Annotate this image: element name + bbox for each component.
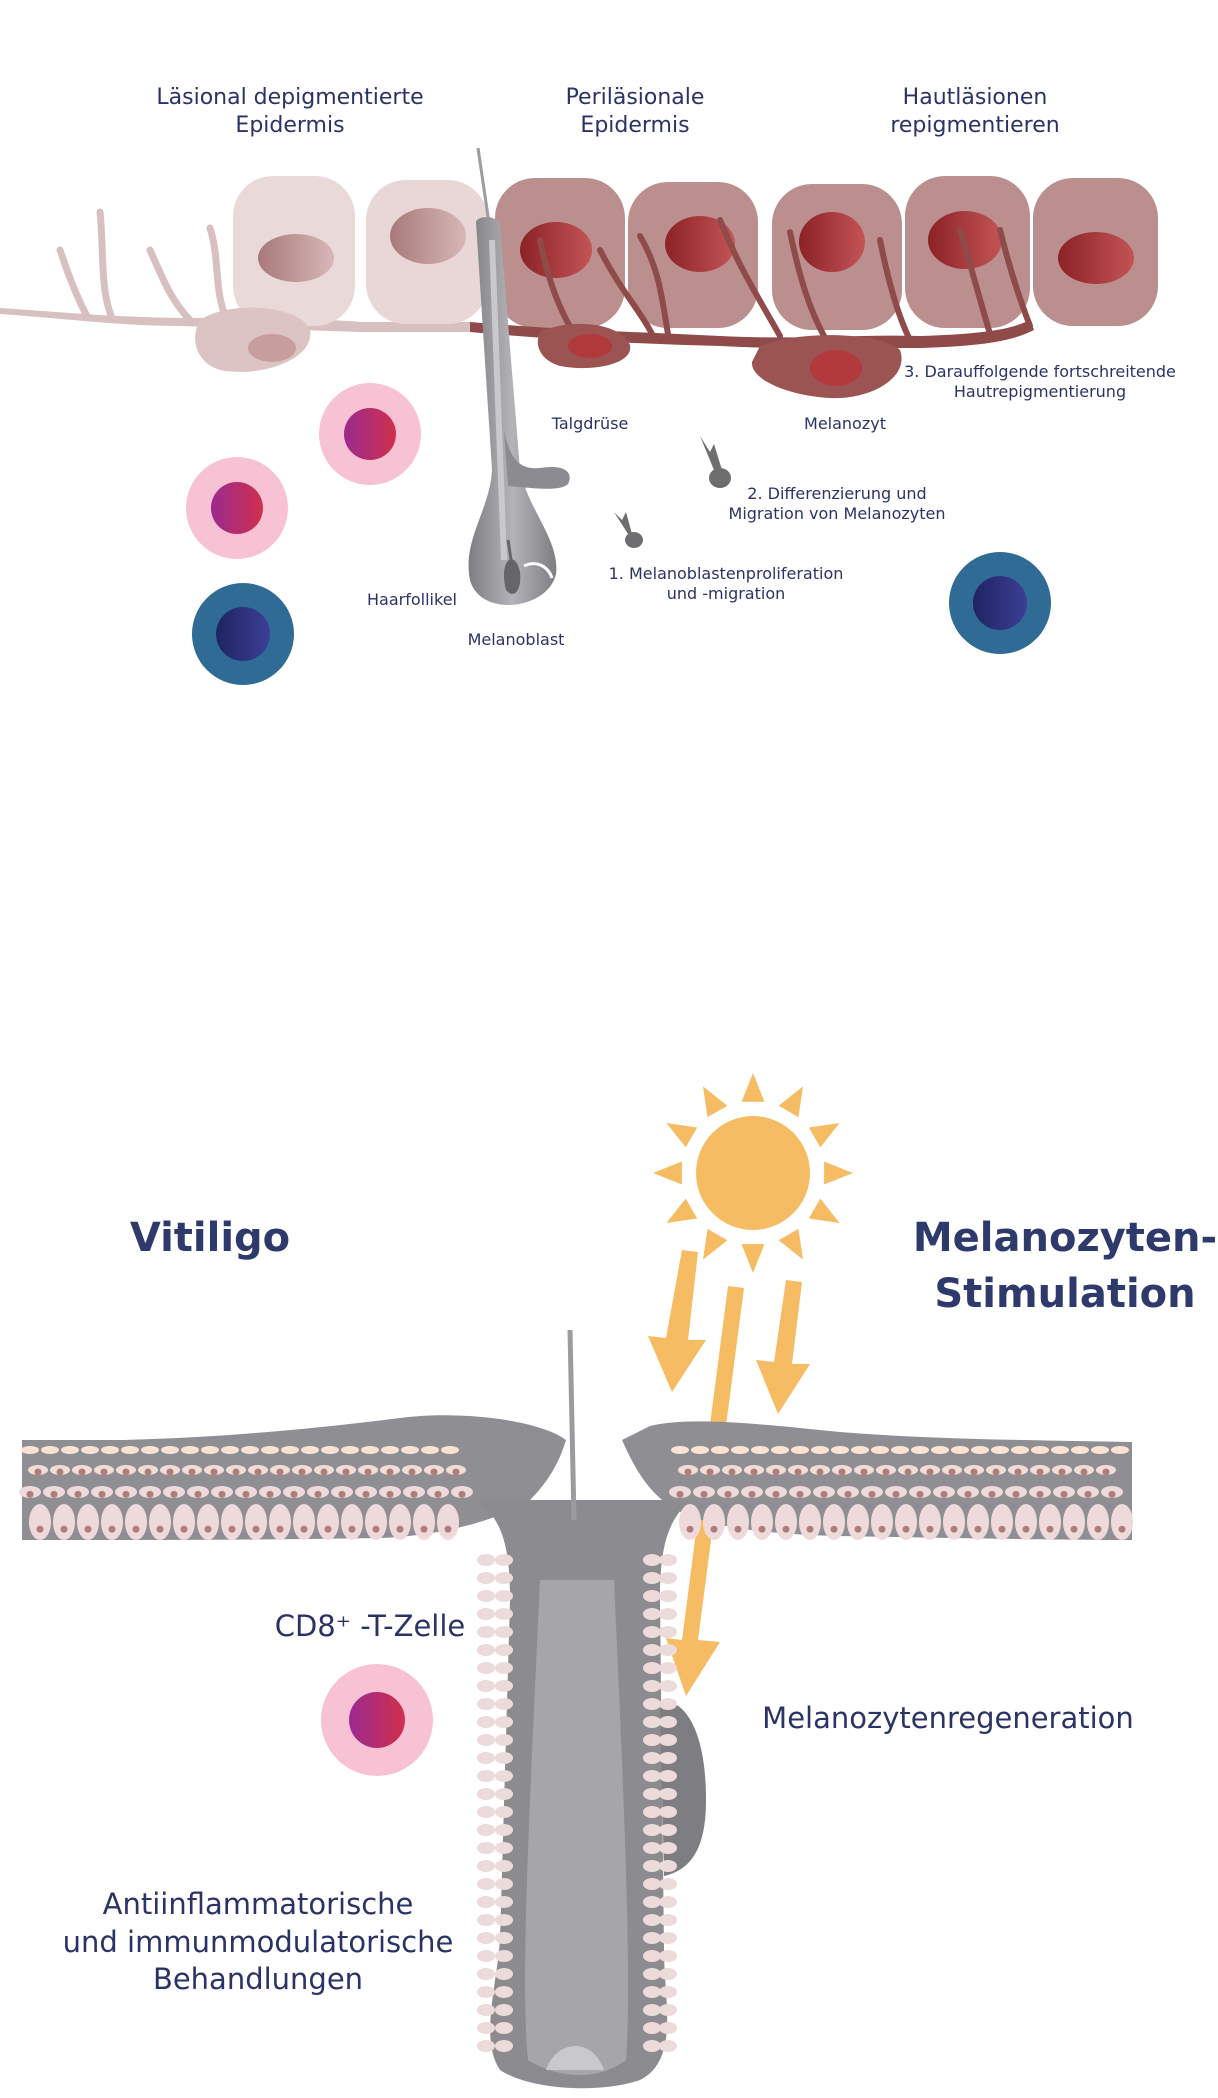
label-talgdruese: Talgdrüse <box>551 414 629 433</box>
label-haarfollikel: Haarfollikel <box>367 590 457 609</box>
sun-ray <box>824 1161 853 1185</box>
label-treatment: Antiinflammatorische und immunmodulatori… <box>62 1887 454 1997</box>
sun-ray <box>741 1073 765 1102</box>
sun <box>653 1073 853 1273</box>
header-lesional: Läsional depigmentierte Epidermis <box>156 85 424 138</box>
label-tcell: CD8⁺ -T-Zelle <box>274 1609 466 1643</box>
label-melanozyt: Melanozyt <box>804 414 886 433</box>
sun-ray <box>703 1086 728 1118</box>
pale-nucleus <box>390 208 466 264</box>
sun-ray <box>741 1244 765 1273</box>
migrating-melanoblasts <box>614 436 731 548</box>
sun-ray <box>666 1123 698 1148</box>
label-melanoblast: Melanoblast <box>467 630 565 649</box>
label-step2: 2. Differenzierung und Migration von Mel… <box>728 484 946 523</box>
sun-ray <box>808 1123 840 1148</box>
bottom-epidermis <box>19 1329 1133 2089</box>
sun-ray <box>666 1198 698 1223</box>
top-hair-follicle <box>468 147 570 605</box>
top-immune-cells <box>186 383 1051 685</box>
label-step3: 3. Darauffolgende fortschreitende Hautre… <box>904 362 1176 401</box>
header-perilesional: Periläsionale Epidermis <box>565 85 705 138</box>
sun-ray <box>808 1198 840 1223</box>
sun-ray <box>703 1228 728 1260</box>
label-step1: 1. Melanoblastenproliferation und -migra… <box>608 564 844 603</box>
sun-ray <box>778 1228 803 1260</box>
label-regeneration: Melanozytenregeneration <box>762 1701 1134 1735</box>
header-repigment: Hautläsionen repigmentieren <box>890 85 1060 138</box>
pale-nucleus <box>258 234 334 282</box>
bottom-tcell <box>321 1664 433 1776</box>
top-epidermis <box>0 147 1158 685</box>
sun-ray <box>778 1086 803 1118</box>
pigmented-cells <box>495 176 1158 330</box>
title-stimulation: Melanozyten- Stimulation <box>912 1215 1218 1317</box>
sun-ray <box>653 1161 682 1185</box>
title-vitiligo: Vitiligo <box>129 1215 291 1261</box>
